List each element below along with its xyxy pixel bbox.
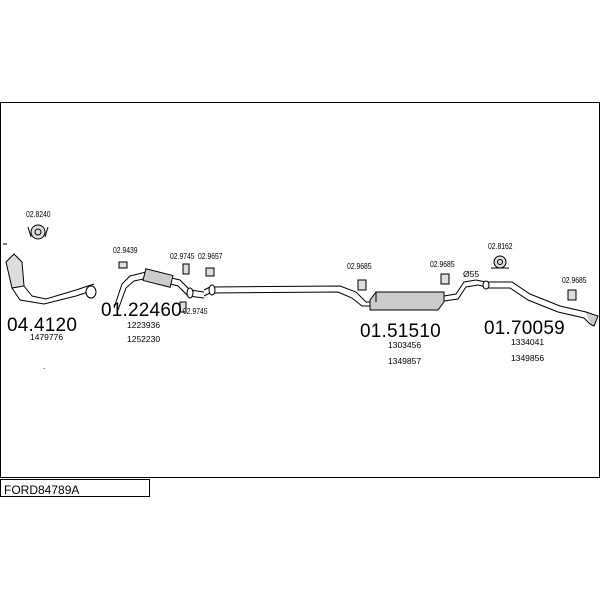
fitting-code-label[interactable]: 02.9745 xyxy=(170,252,195,261)
catalytic-converter-drawing xyxy=(3,243,97,305)
hanger-icon xyxy=(357,273,577,301)
fitting-code-label[interactable]: 02.9685 xyxy=(562,276,587,285)
fitting-code-label[interactable]: 02.9685 xyxy=(430,260,455,269)
catalog-code-box: FORD84789A xyxy=(0,479,150,497)
part-ref-label: 1349856 xyxy=(511,353,545,363)
intermediate-pipe-drawing xyxy=(203,284,376,307)
fitting-code-label[interactable]: 02.9685 xyxy=(347,262,372,271)
part-ref-label: 1252230 xyxy=(127,334,161,344)
center-silencer-drawing xyxy=(369,279,487,311)
part-code-label[interactable]: 04.4120 xyxy=(7,315,78,336)
fitting-code-label[interactable]: 02.9657 xyxy=(198,252,223,261)
stray-dot: . xyxy=(43,361,46,371)
catalog-code-text: FORD84789A xyxy=(4,483,80,497)
part-ref-label: 1479776 xyxy=(30,332,64,342)
part-ref-label: 1223936 xyxy=(127,320,161,330)
fitting-code-label[interactable]: 02.8240 xyxy=(26,210,51,219)
fitting-code-label[interactable]: 02.9439 xyxy=(113,246,138,255)
part-code-label[interactable]: 01.22460 xyxy=(101,300,182,321)
part-ref-label: 1349857 xyxy=(388,356,422,366)
fitting-code-label[interactable]: 02.8162 xyxy=(488,242,513,251)
part-code-label[interactable]: 01.70059 xyxy=(484,318,565,339)
rear-pipe-drawing xyxy=(482,280,599,327)
fitting-code-label[interactable]: 02.9745 xyxy=(183,307,208,316)
part-ref-label: 1334041 xyxy=(511,337,545,347)
bracket-icon xyxy=(118,261,215,313)
part-code-label[interactable]: 01.51510 xyxy=(360,321,441,342)
rubber-mount-icon xyxy=(491,255,509,269)
part-ref-label: 1303456 xyxy=(388,340,422,350)
front-pipe-drawing xyxy=(113,268,205,311)
pipe-diameter-label: Ø55 xyxy=(463,269,480,279)
clamp-icon xyxy=(27,224,49,240)
